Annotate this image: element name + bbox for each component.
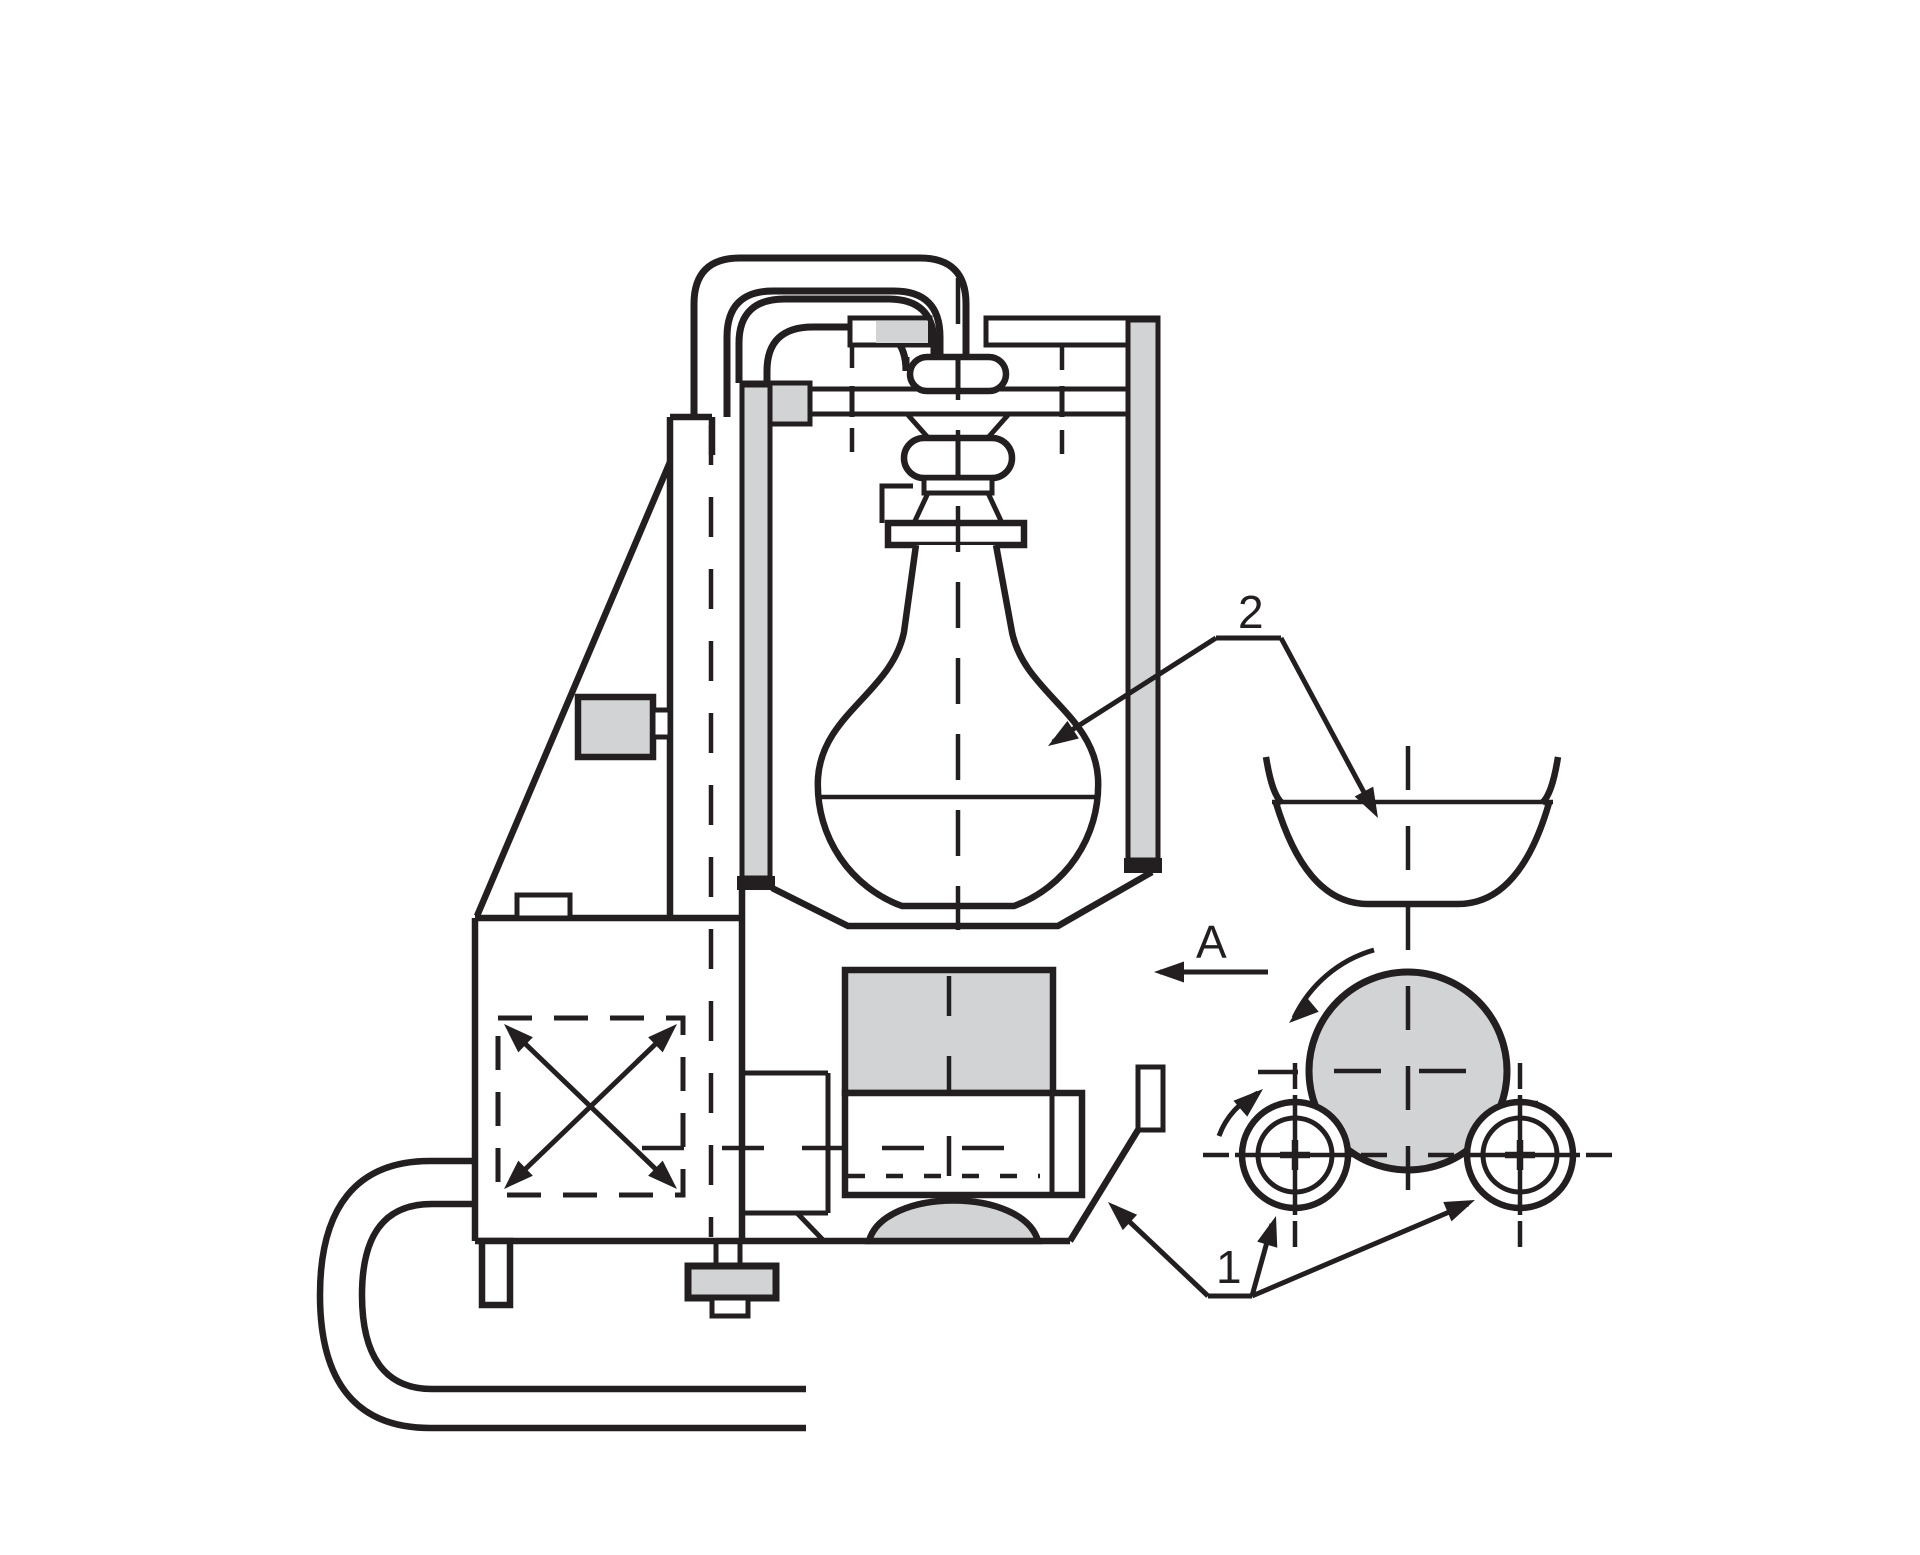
valve-collar: [921, 475, 995, 496]
column-left-base: [737, 876, 775, 890]
label-part-2: 2: [1238, 586, 1264, 638]
frame-diagonal-edge: [474, 460, 673, 918]
heater-section-box: [495, 1015, 686, 1198]
roller-right: [1428, 1063, 1612, 1247]
rotation-arrow-drum: [1282, 947, 1375, 1032]
bottom-pipe-fitting: [684, 1241, 780, 1319]
bar-slider-block: [876, 321, 928, 343]
glass-gob: [864, 1197, 1043, 1245]
side-motor-box: [574, 693, 657, 761]
top-cross-bar: [847, 315, 1161, 348]
support-column-right: [1124, 317, 1162, 873]
column-right-base: [1124, 858, 1162, 873]
roller-left: [1203, 1063, 1387, 1247]
top-pipe-outer: [690, 254, 970, 417]
label-view-a: A: [1196, 916, 1227, 968]
callout-2: 2: [1042, 586, 1388, 823]
bed-post: [1135, 1064, 1166, 1133]
frame-left-column: [474, 413, 716, 918]
support-column-left: [737, 380, 813, 890]
housing-bumper: [514, 892, 573, 921]
valve-assembly: [879, 353, 1028, 549]
rotation-arrow-roller: [1216, 1081, 1270, 1137]
mold-block-assembly: [841, 966, 1166, 1245]
label-part-1: 1: [1216, 1241, 1242, 1293]
callout-1: 1: [1100, 1190, 1480, 1299]
bed-chamfer: [1067, 1128, 1141, 1243]
mold-block-lower: [841, 1089, 1086, 1199]
drain-pipes: [316, 1157, 806, 1432]
motor-box-tab: [650, 707, 673, 740]
flask-trough: [742, 869, 1154, 1243]
housing-foot: [478, 1237, 514, 1309]
pouring-funnel: [1262, 756, 1562, 908]
callout-view-a: A: [1154, 916, 1268, 983]
centerlines: [642, 278, 1411, 1237]
